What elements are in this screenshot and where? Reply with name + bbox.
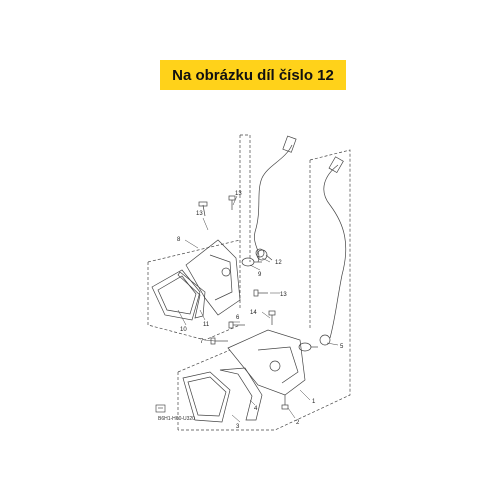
drawing-code: B6H1-H60-U320 <box>158 416 195 422</box>
upper-housing <box>185 239 241 316</box>
callout-14: 14 <box>250 310 257 316</box>
screw-upper-top <box>228 195 236 210</box>
screw-lower-top <box>268 310 276 325</box>
lower-wire-harness <box>323 156 347 339</box>
callout-13-upper-top: 13 <box>235 191 242 197</box>
callout-10: 10 <box>180 327 187 333</box>
upper-gasket <box>177 271 206 319</box>
callout-13-right: 13 <box>280 292 287 298</box>
lower-gasket <box>219 367 263 421</box>
upper-wire-harness <box>254 135 297 263</box>
lower-housing <box>227 329 306 396</box>
callout-7: 7 <box>200 339 204 345</box>
callout-2: 2 <box>296 420 300 426</box>
bulb-marker-icon <box>155 404 166 413</box>
upper-socket <box>256 249 273 261</box>
callout-1: 1 <box>312 399 316 405</box>
upper-lens <box>151 269 201 321</box>
screw-lower-bottom <box>281 395 289 410</box>
callout-5: 5 <box>340 344 344 350</box>
lower-socket <box>319 334 331 346</box>
callout-12: 12 <box>275 260 282 266</box>
leader-lines <box>177 195 339 423</box>
group-outline-lower <box>177 149 351 431</box>
callout-11: 11 <box>203 322 210 328</box>
screw-lower-mid <box>228 321 245 329</box>
callout-9: 9 <box>258 272 262 278</box>
lower-bulb <box>298 342 318 352</box>
lower-lens <box>182 371 231 423</box>
screw-upper-right <box>253 289 268 297</box>
callout-8: 8 <box>177 237 181 243</box>
group-outline-upper <box>147 134 251 341</box>
upper-bulb <box>241 257 262 267</box>
callout-4: 4 <box>254 406 258 412</box>
callout-13-upper-left: 13 <box>196 211 203 217</box>
part-number-banner: Na obrázku díl číslo 12 <box>160 60 346 90</box>
callout-6: 6 <box>236 315 240 321</box>
callout-3: 3 <box>236 424 240 430</box>
screw-upper-left <box>198 201 208 217</box>
